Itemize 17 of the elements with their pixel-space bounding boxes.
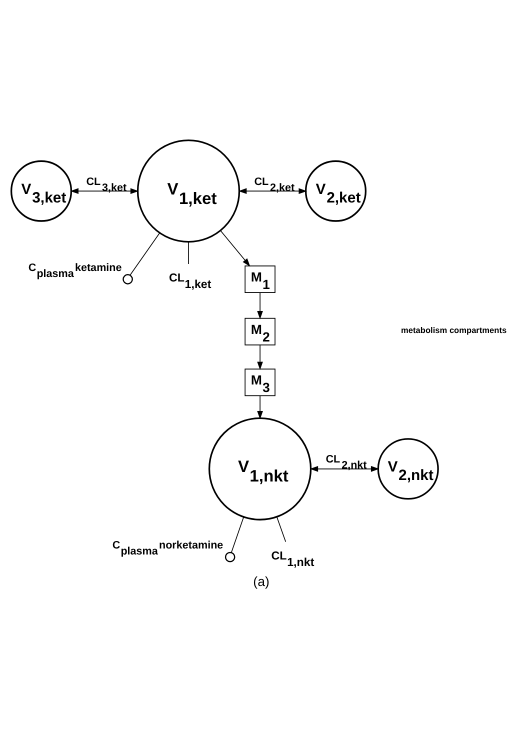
arrow	[257, 394, 263, 419]
connector	[276, 516, 286, 542]
connector	[188, 241, 189, 264]
arrow	[257, 292, 263, 319]
connector	[230, 516, 244, 552]
node-circle	[122, 274, 133, 284]
arrow	[70, 188, 139, 194]
arrow	[220, 230, 250, 266]
arrow	[238, 188, 308, 194]
node-label: norketamine	[158, 539, 224, 552]
arrow	[310, 465, 380, 472]
node-label: ketamine	[74, 261, 122, 274]
arrow	[257, 344, 263, 370]
node-circle	[224, 551, 236, 562]
label: metabolism compartments	[401, 324, 507, 334]
connector	[130, 232, 160, 276]
caption: (a)	[253, 574, 270, 589]
